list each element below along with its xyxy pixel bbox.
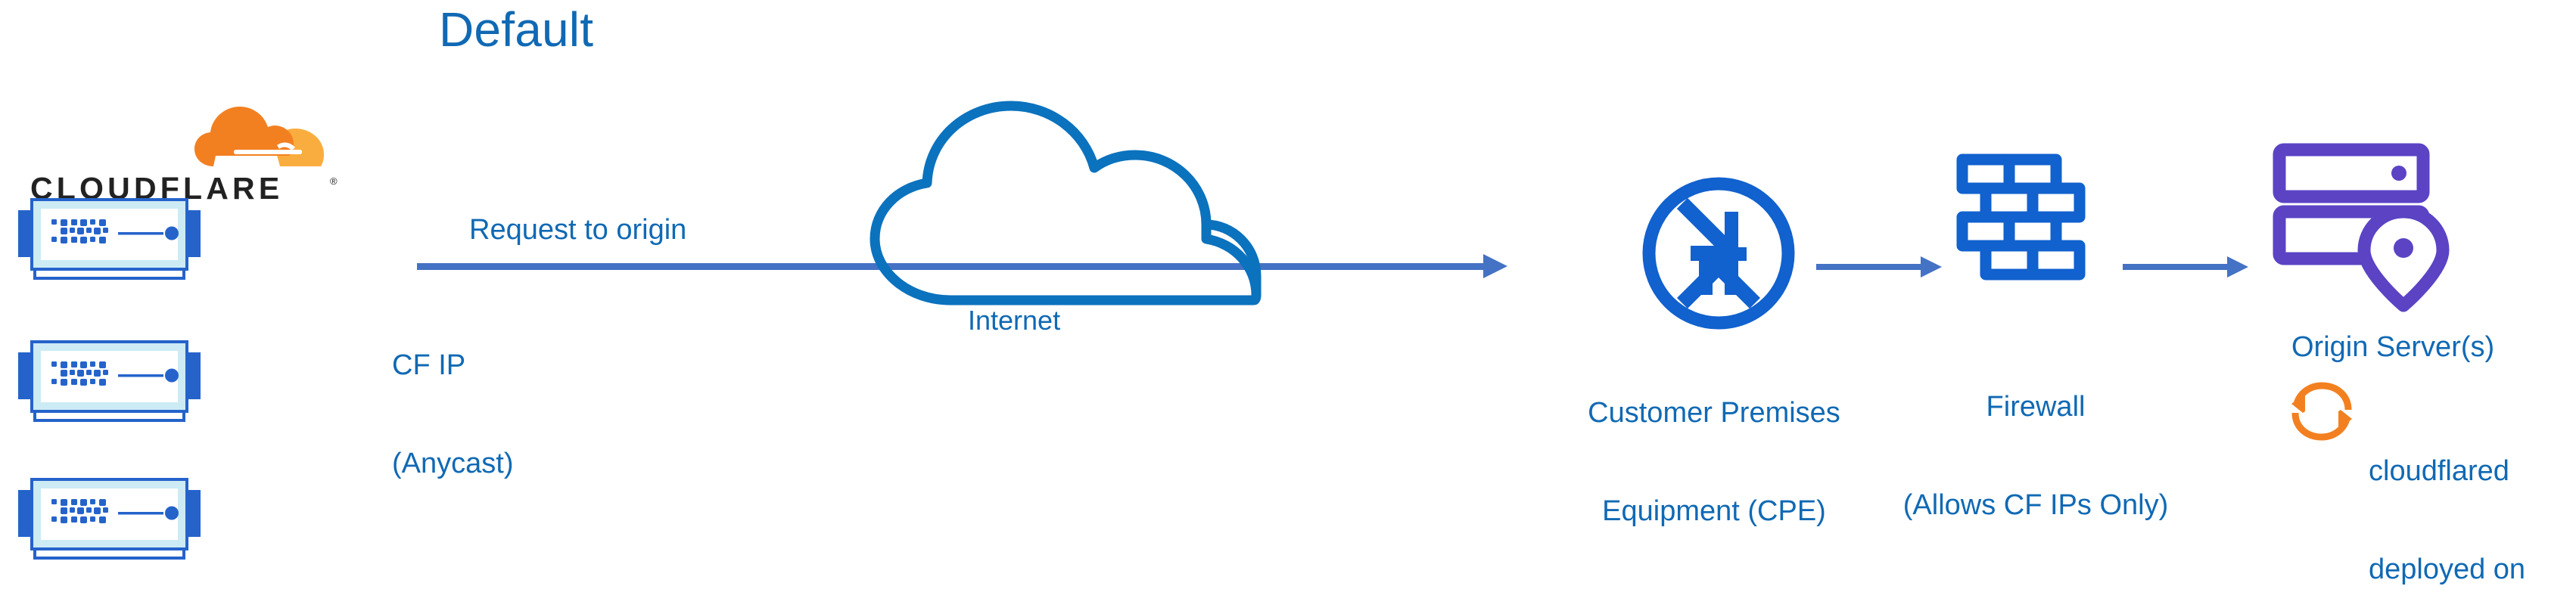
page-title: Default	[439, 2, 594, 57]
refresh-sync-icon	[2291, 382, 2352, 441]
cloudflared-note-line1: cloudflared	[2369, 454, 2509, 487]
cpe-to-firewall-arrowhead-icon	[1921, 256, 1942, 278]
server-stack-location-pin-icon	[2273, 143, 2450, 313]
cloudflare-cloud-mark-icon	[194, 107, 324, 166]
flow-main-label: Request to origin	[469, 214, 687, 246]
firewall-label-line1: Firewall	[1986, 390, 2086, 423]
edge-to-cpe-arrow-line	[417, 263, 1489, 270]
server-rack-icon	[18, 340, 201, 422]
cpe-label: Customer Premises Equipment (CPE)	[1555, 331, 1873, 594]
server-rack-icon	[18, 198, 201, 280]
internet-label: Internet	[968, 305, 1061, 336]
cloudflared-note: cloudflared deployed on servers	[2369, 389, 2525, 614]
cpe-to-firewall-arrow-line	[1816, 264, 1924, 270]
registered-mark: ®	[330, 175, 338, 187]
firewall-label-line2: (Allows CF IPs Only)	[1902, 488, 2169, 521]
origin-server-label: Origin Server(s)	[2291, 331, 2495, 363]
router-four-arrows-icon	[1642, 177, 1795, 330]
cloud-icon	[870, 101, 1262, 305]
server-rack-icon	[18, 478, 201, 560]
edge-to-cpe-arrowhead-icon	[1483, 254, 1507, 278]
cpe-label-line2: Equipment (CPE)	[1602, 495, 1826, 527]
cloudflared-note-line2: deployed on	[2369, 553, 2526, 585]
brick-wall-icon	[1956, 154, 2086, 281]
cf-ip-label-line1: CF IP	[392, 349, 466, 381]
cloudflare-logo: CLOUDFLARE ®	[30, 98, 348, 206]
cf-ip-label: CF IP (Anycast)	[392, 284, 513, 546]
firewall-to-origin-arrowhead-icon	[2227, 256, 2248, 278]
cpe-label-line1: Customer Premises	[1588, 396, 1840, 429]
firewall-label: Firewall (Allows CF IPs Only)	[1877, 325, 2195, 588]
cf-ip-label-line2: (Anycast)	[392, 447, 514, 479]
firewall-to-origin-arrow-line	[2123, 264, 2230, 270]
